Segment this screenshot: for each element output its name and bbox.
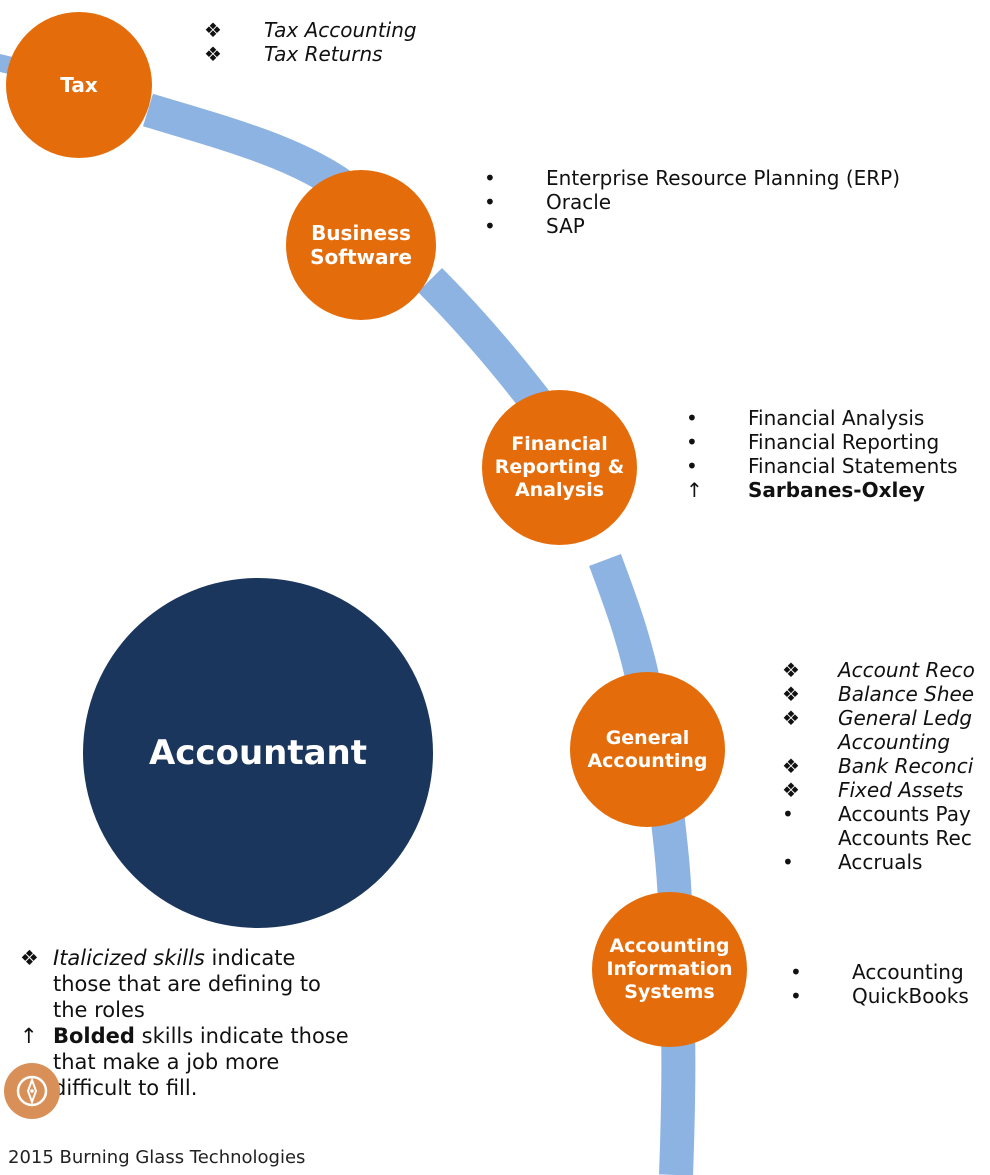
skill-item: ❖Tax Accounting [204,18,417,42]
bullet-icon: • [686,454,698,478]
up-arrow-icon: ↑ [686,478,703,502]
skill-item: ❖Balance Shee [782,682,975,706]
arc-segment [589,554,662,694]
role-title: Accountant [148,733,368,773]
skill-item: •Accounts Pay [782,802,971,826]
skill-item: ❖Bank Reconci [782,754,974,778]
diamond-bullet-icon: ❖ [204,18,222,42]
legend: ❖ Italicized skills indicate those that … [20,945,350,1101]
bullet-icon: • [686,406,698,430]
skill-item: •Financial Statements [686,454,958,478]
compass-icon [4,1063,60,1119]
skills-general-accounting: ❖Account Reco ❖Balance Shee ❖General Led… [782,658,975,874]
skill-item: ❖Tax Returns [204,42,383,66]
skills-accounting-info-systems: •Accounting •QuickBooks [790,960,969,1008]
bullet-icon: • [782,850,794,874]
bullet-icon: • [484,166,496,190]
bullet-icon: • [790,960,802,984]
node-label: Accounting Information Systems [606,935,733,1003]
skill-item: Accounts Rec [838,826,972,850]
skill-item: ❖General Ledg [782,706,973,730]
diamond-bullet-icon: ❖ [20,946,39,970]
node-label: General Accounting [587,726,708,772]
diamond-bullet-icon: ❖ [204,42,222,66]
bullet-icon: • [686,430,698,454]
skill-item: •Accruals [782,850,923,874]
node-label: Tax [60,73,98,97]
diamond-bullet-icon: ❖ [782,778,800,802]
arc-segment [659,1029,696,1175]
node-financial-reporting: Financial Reporting & Analysis [482,390,637,545]
skill-item: Accounting [838,730,951,754]
skill-item: •SAP [484,214,585,238]
bullet-icon: • [790,984,802,1008]
bullet-icon: • [484,214,496,238]
diamond-bullet-icon: ❖ [782,658,800,682]
skill-item: ❖Fixed Assets [782,778,964,802]
node-business-software: Business Software [286,170,436,320]
skill-item: •Enterprise Resource Planning (ERP) [484,166,901,190]
skill-item: ↑Sarbanes-Oxley [686,478,925,502]
diamond-bullet-icon: ❖ [782,754,800,778]
skills-tax: ❖Tax Accounting ❖Tax Returns [204,18,417,66]
up-arrow-icon: ↑ [20,1024,38,1048]
bullet-icon: • [782,802,794,826]
legend-bold: ↑ Bolded skills indicate those that make… [20,1024,349,1100]
arc-segment [0,54,21,76]
skill-item: •QuickBooks [790,984,969,1008]
diamond-bullet-icon: ❖ [782,682,800,706]
skills-business-software: •Enterprise Resource Planning (ERP) •Ora… [484,166,900,238]
legend-italic: ❖ Italicized skills indicate those that … [20,946,321,1022]
skill-item: •Financial Analysis [686,406,925,430]
node-accounting-info-systems: Accounting Information Systems [592,892,747,1047]
diamond-bullet-icon: ❖ [782,706,800,730]
skill-item: •Accounting [790,960,964,984]
node-general-accounting: General Accounting [570,672,725,827]
skills-financial-reporting: •Financial Analysis •Financial Reporting… [686,406,958,502]
role-circle: Accountant [83,578,433,928]
node-label: Business Software [310,221,412,269]
skill-item: •Financial Reporting [686,430,940,454]
bullet-icon: • [484,190,496,214]
copyright-text: 2015 Burning Glass Technologies [8,1147,306,1168]
skill-item: •Oracle [484,190,612,214]
skill-item: ❖Account Reco [782,658,975,682]
node-tax: Tax [6,12,152,158]
node-label: Financial Reporting & Analysis [494,433,625,501]
